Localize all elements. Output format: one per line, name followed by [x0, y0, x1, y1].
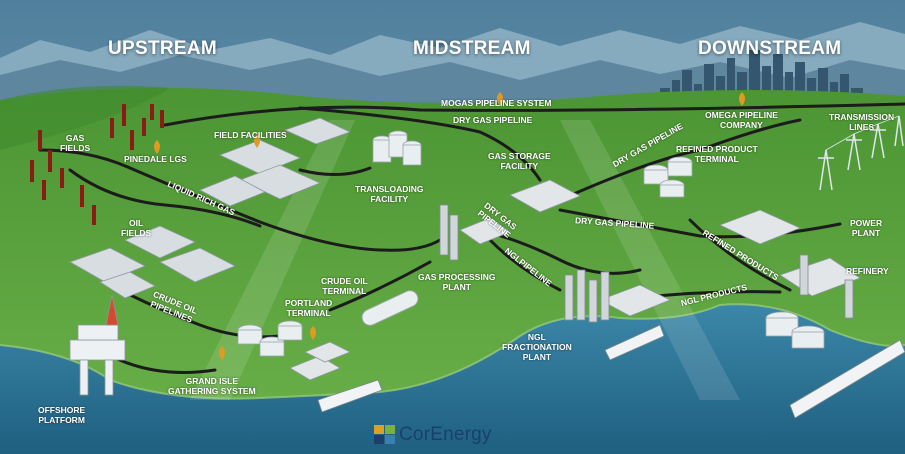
label-gas-fields: GAS FIELDS: [60, 133, 91, 153]
light-beam-right: [560, 120, 740, 400]
liquid-rich-gas-pipeline: [38, 148, 442, 252]
label-mogas-pipeline-system: MOGAS PIPELINE SYSTEM: [441, 98, 552, 108]
label-ngl-fractionation-plant: NGL FRACTIONATION PLANT: [502, 332, 572, 362]
label-power-plant: POWER PLANT: [850, 218, 883, 238]
corenergy-logo: CorEnergy: [374, 424, 492, 446]
label-gas-processing-plant: GAS PROCESSING PLANT: [418, 272, 496, 292]
field-facilities: [199, 117, 352, 207]
label-crude-oil-terminal: CRUDE OIL TERMINAL: [321, 276, 368, 296]
ship-icon: [317, 324, 905, 419]
label-omega-pipeline: OMEGA PIPELINE COMPANY: [705, 110, 778, 130]
columns: [439, 204, 854, 323]
water: [0, 304, 905, 454]
pipelines: [38, 102, 905, 374]
crude-oil-terminal-tank: [361, 290, 419, 326]
label-transmission-lines: TRANSMISSION LINES: [829, 112, 895, 132]
label-oil-fields: OIL FIELDS: [121, 218, 152, 238]
label-offshore-platform: OFFSHORE PLATFORM: [38, 405, 86, 425]
label-refinery: REFINERY: [846, 266, 889, 276]
power-towers: [818, 115, 904, 191]
hill-left: [0, 85, 170, 150]
oil-field-pads: [69, 225, 236, 299]
gas-wells: [30, 104, 164, 225]
logo-mark-icon: [374, 425, 395, 444]
header-midstream: MIDSTREAM: [413, 38, 531, 59]
storage-tanks: [237, 130, 825, 357]
offshore-platform-icon: [69, 294, 126, 396]
dry-gas-pipeline-right: [558, 208, 842, 239]
crude-terminal-pipeline: [328, 260, 432, 312]
label-field-facilities: FIELD FACILITIES: [214, 130, 287, 140]
field-gas-loop: [68, 168, 262, 228]
refined-products-pipeline: [688, 218, 792, 292]
label-refined-product-terminal: REFINED PRODUCT TERMINAL: [676, 144, 758, 164]
mogas-pipeline: [163, 102, 905, 127]
light-beam-left: [190, 120, 355, 400]
label-transloading-facility: TRANSLOADING FACILITY: [355, 184, 424, 204]
omega-pipeline: [558, 118, 802, 202]
label-portland-terminal: PORTLAND TERMINAL: [285, 298, 333, 318]
transloading-link: [298, 166, 372, 177]
label-gas-storage-facility: GAS STORAGE FACILITY: [488, 151, 551, 171]
label-grand-isle: GRAND ISLE GATHERING SYSTEM: [168, 376, 256, 396]
header-upstream: UPSTREAM: [108, 38, 218, 59]
map-pin-icon: [154, 92, 745, 360]
header-downstream: DOWNSTREAM: [698, 38, 842, 59]
dry-gas-pipeline-top: [298, 106, 542, 182]
logo-text: CorEnergy: [399, 424, 492, 445]
shore-highlight: [0, 303, 905, 400]
dry-gas-pipeline-mid: [478, 228, 642, 275]
ngl-pipeline: [488, 238, 562, 292]
label-dry-gas-pipeline-top: DRY GAS PIPELINE: [453, 115, 533, 125]
label-pinedale-lgs: PINEDALE LGS: [124, 154, 187, 164]
